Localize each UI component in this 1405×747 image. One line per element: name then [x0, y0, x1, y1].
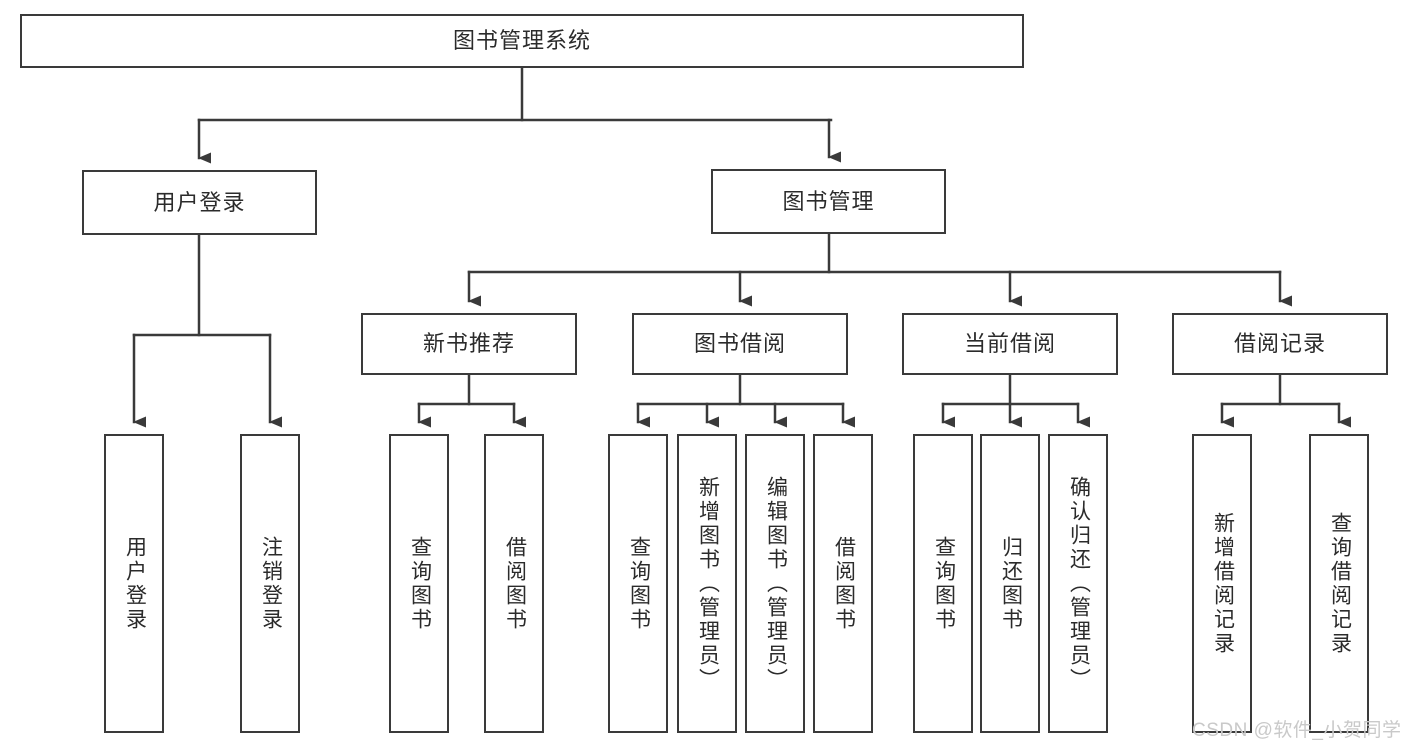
- node-book-borrow-label: 图书借阅: [693, 331, 786, 357]
- node-current-borrow[interactable]: 当前借阅: [902, 313, 1118, 375]
- leaf-borrow-record-query-label: 查询借阅记录: [1328, 511, 1352, 656]
- node-book-borrow[interactable]: 图书借阅: [632, 313, 848, 375]
- node-current-borrow-label: 当前借阅: [963, 331, 1056, 357]
- leaf-book-borrow-edit[interactable]: 编辑图书（管理员）: [745, 434, 805, 733]
- leaf-book-borrow-add[interactable]: 新增图书（管理员）: [677, 434, 737, 733]
- node-root-system-label: 图书管理系统: [452, 28, 591, 54]
- leaf-current-borrow-query-label: 查询图书: [932, 535, 956, 632]
- leaf-current-borrow-query[interactable]: 查询图书: [913, 434, 973, 733]
- csdn-watermark: CSDN @软件_小贺同学: [1192, 720, 1402, 741]
- leaf-book-borrow-borrow[interactable]: 借阅图书: [813, 434, 873, 733]
- leaf-current-borrow-confirm-return[interactable]: 确认归还（管理员）: [1048, 434, 1108, 733]
- node-root-system[interactable]: 图书管理系统: [20, 14, 1024, 68]
- leaf-new-book-query-label: 查询图书: [408, 535, 432, 632]
- leaf-current-borrow-return-label: 归还图书: [999, 535, 1023, 632]
- leaf-user-login-logout[interactable]: 注销登录: [240, 434, 300, 733]
- leaf-book-borrow-edit-label: 编辑图书（管理员）: [764, 475, 788, 692]
- node-book-management-label: 图书管理: [782, 188, 875, 214]
- leaf-new-book-borrow[interactable]: 借阅图书: [484, 434, 544, 733]
- leaf-user-login-login[interactable]: 用户登录: [104, 434, 164, 733]
- node-user-login-label: 用户登录: [153, 189, 246, 215]
- leaf-book-borrow-query-label: 查询图书: [627, 535, 651, 632]
- node-user-login[interactable]: 用户登录: [82, 170, 317, 235]
- leaf-book-borrow-query[interactable]: 查询图书: [608, 434, 668, 733]
- leaf-current-borrow-confirm-return-label: 确认归还（管理员）: [1067, 475, 1091, 692]
- leaf-book-borrow-add-label: 新增图书（管理员）: [696, 475, 720, 692]
- leaf-borrow-record-query[interactable]: 查询借阅记录: [1309, 434, 1369, 733]
- leaf-borrow-record-add-label: 新增借阅记录: [1211, 511, 1235, 656]
- node-book-management[interactable]: 图书管理: [711, 169, 946, 234]
- leaf-user-login-logout-label: 注销登录: [259, 535, 283, 632]
- node-borrow-record-label: 借阅记录: [1233, 331, 1326, 357]
- leaf-borrow-record-add[interactable]: 新增借阅记录: [1192, 434, 1252, 733]
- node-new-book-recommend[interactable]: 新书推荐: [361, 313, 577, 375]
- node-borrow-record[interactable]: 借阅记录: [1172, 313, 1388, 375]
- leaf-new-book-query[interactable]: 查询图书: [389, 434, 449, 733]
- leaf-user-login-login-label: 用户登录: [123, 535, 147, 632]
- node-new-book-recommend-label: 新书推荐: [422, 331, 515, 357]
- leaf-new-book-borrow-label: 借阅图书: [503, 535, 527, 632]
- leaf-current-borrow-return[interactable]: 归还图书: [980, 434, 1040, 733]
- leaf-book-borrow-borrow-label: 借阅图书: [832, 535, 856, 632]
